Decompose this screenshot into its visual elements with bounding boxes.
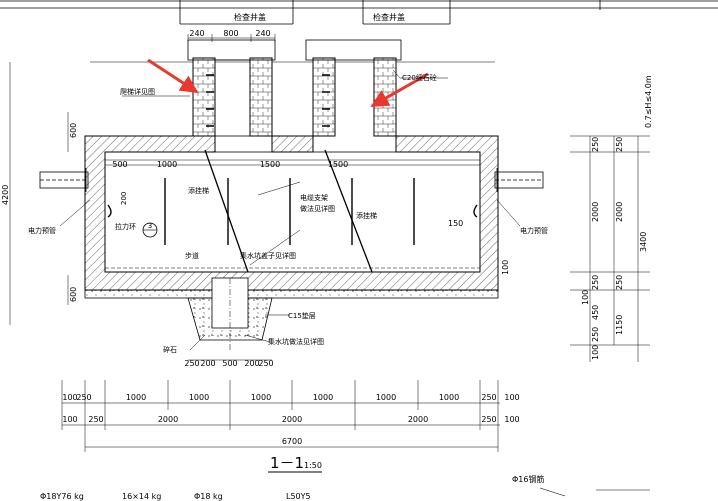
dim-row1-1: 250 — [76, 393, 91, 402]
dim-sump-3: 200 — [244, 359, 259, 368]
dim-right-3: 250 — [591, 275, 600, 290]
dim-top-1: 800 — [223, 29, 238, 38]
dim-right-0: 250 — [591, 137, 600, 152]
dim-sump-4: 250 — [258, 359, 273, 368]
dim-row1-8: 250 — [481, 393, 496, 402]
cut-text-0: Φ18Y76 kg — [40, 492, 84, 501]
dim-row2-1: 250 — [88, 415, 103, 424]
climb-ladder-left: 添挂梯 — [188, 186, 209, 195]
dim-right-5: 250 — [591, 327, 600, 342]
pipe-right — [494, 168, 544, 192]
right-shaft — [305, 39, 402, 137]
svg-text:1－1: 1－1 — [270, 454, 304, 472]
dim-inner-5: 150 — [448, 219, 463, 228]
dim-right-outer-1: 2000 — [615, 202, 624, 222]
left-shaft — [187, 39, 276, 137]
dim-inner-1: 1000 — [157, 160, 177, 169]
dim-right-outer-3: 250 — [615, 275, 624, 290]
climb-ladder-right: 添挂梯 — [356, 211, 377, 220]
c20-note: C20细石砼 — [402, 73, 437, 82]
dim-inner-0: 500 — [112, 160, 127, 169]
hook — [107, 204, 112, 218]
height-range: 0.7≤H≤4.0m — [644, 75, 653, 128]
dim-inner-2: 1500 — [260, 160, 280, 169]
dim-row1-2: 1000 — [126, 393, 146, 402]
chamber-interior — [104, 151, 481, 273]
dim-sump-2: 500 — [222, 359, 237, 368]
cut-text-1: 16×14 kg — [122, 492, 161, 501]
dim-row2-3: 2000 — [282, 415, 302, 424]
dim-right-small: 100 — [501, 260, 510, 275]
dim-row1-7: 1000 — [439, 393, 459, 402]
sump-bottom-label: 集水坑做法见详图 — [268, 337, 324, 346]
red-arrow-left — [147, 58, 199, 94]
walkway-label: 步道 — [185, 251, 199, 260]
dim-row2-6: 100 — [504, 415, 519, 424]
dim-right-1: 2000 — [591, 202, 600, 222]
dim-row1-0: 100 — [62, 393, 77, 402]
sump-cover-label: 集水坑盖子见详图 — [240, 251, 296, 260]
dim-left-2: 4200 — [1, 185, 10, 205]
title-frame — [0, 0, 718, 25]
dim-top-0: 240 — [189, 29, 204, 38]
detail-callout-num: 3 — [148, 222, 152, 230]
bracket-label-2: 做法见详图 — [300, 204, 335, 213]
dim-right-4: 450 — [591, 305, 600, 320]
dim-row1-6: 1000 — [376, 393, 396, 402]
dim-sump-1: 200 — [200, 359, 215, 368]
pipe-label-right: 电力预管 — [520, 226, 548, 235]
chamber-walls — [84, 135, 499, 291]
dim-right-6: 100 — [591, 345, 600, 360]
dim-row2-5: 250 — [481, 415, 496, 424]
dim-top-2: 240 — [255, 29, 270, 38]
dim-total: 6700 — [282, 437, 302, 446]
cut-text-2: Φ18 kg — [194, 492, 223, 501]
dim-row2-2: 2000 — [158, 415, 178, 424]
ladders — [204, 149, 373, 273]
dim-left-0: 600 — [69, 123, 78, 138]
bracket-label: 电缆支架 — [300, 193, 328, 202]
red-arrow-right — [370, 72, 429, 108]
dim-row2-4: 2000 — [408, 415, 428, 424]
cable-brackets — [164, 178, 415, 245]
hook-right — [473, 204, 478, 218]
dim-right-outer-4: 1150 — [615, 315, 624, 335]
svg-text:1:50: 1:50 — [304, 461, 322, 470]
cut-text-3: L50Y5 — [286, 492, 311, 501]
dim-sump-0: 250 — [184, 359, 199, 368]
dim-right-2: 100 — [581, 290, 590, 305]
dim-row2-0: 100 — [62, 415, 77, 424]
section-title: 1－1 1:50 — [268, 454, 322, 473]
dim-inner-3: 1500 — [328, 160, 348, 169]
dim-row1-5: 1000 — [313, 393, 333, 402]
ladder-note: 爬梯详见图 — [120, 87, 155, 96]
bottom-note: Φ16钢筋 — [512, 474, 544, 484]
gravel-label: 碎石 — [163, 345, 177, 354]
pipe-left — [39, 168, 89, 192]
dim-row1-3: 1000 — [189, 393, 209, 402]
dim-right-outer-2: 3400 — [639, 232, 648, 252]
base-slab — [84, 289, 499, 299]
header-label-left: 检查井盖 — [234, 12, 266, 22]
hook-label: 拉力环 — [115, 222, 136, 231]
dim-row1-9: 100 — [504, 393, 519, 402]
c15-label: C15垫层 — [288, 311, 316, 320]
dim-left-1: 600 — [69, 287, 78, 302]
header-label-right: 检查井盖 — [373, 12, 405, 22]
dim-right-outer-0: 250 — [615, 137, 624, 152]
dim-row1-4: 1000 — [251, 393, 271, 402]
dim-inner-4: 200 — [120, 192, 128, 205]
pipe-label-left: 电力预管 — [28, 226, 56, 235]
